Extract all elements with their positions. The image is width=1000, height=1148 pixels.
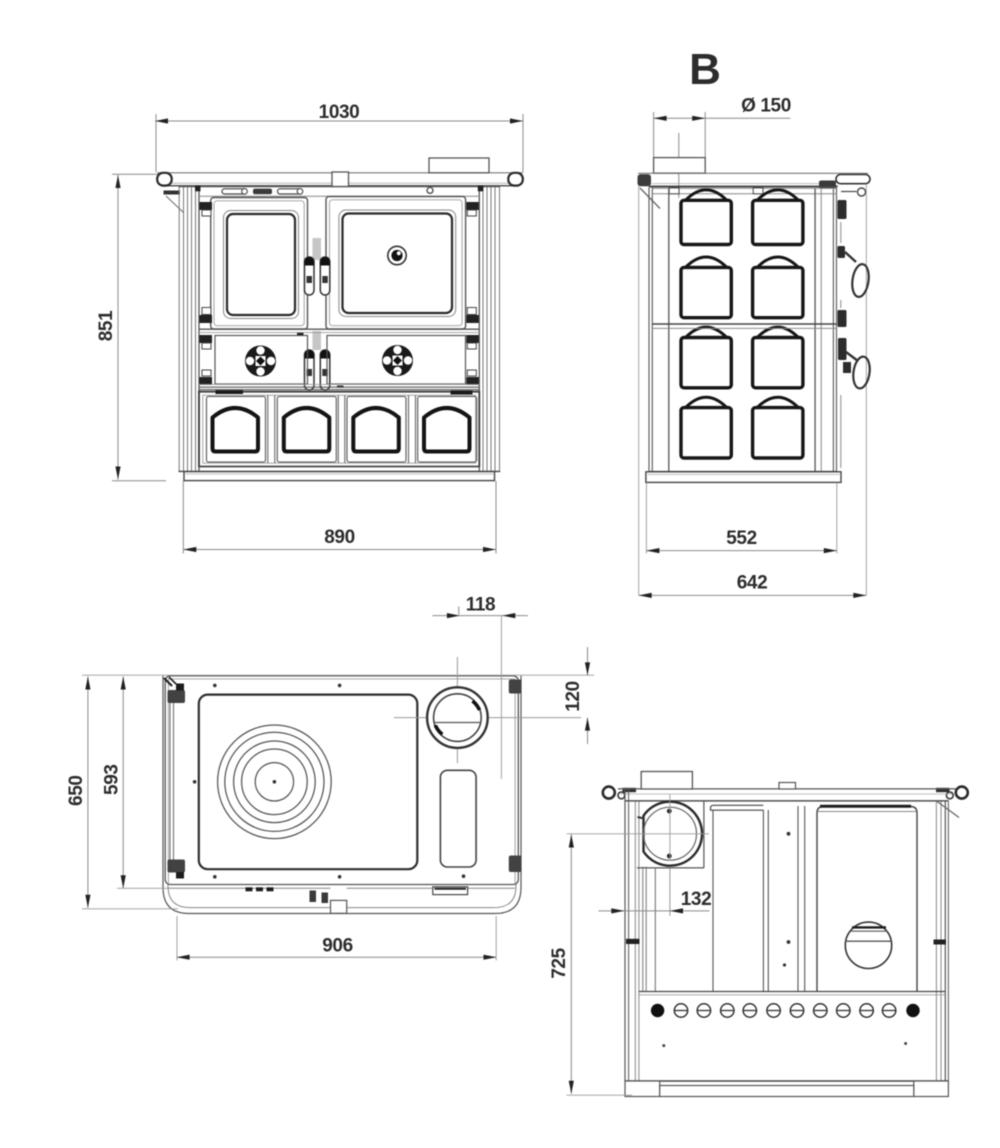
svg-text:906: 906 xyxy=(322,936,353,957)
svg-text:552: 552 xyxy=(726,528,757,549)
svg-text:725: 725 xyxy=(549,947,570,978)
svg-text:Ø 150: Ø 150 xyxy=(741,96,791,117)
svg-text:890: 890 xyxy=(324,527,355,548)
svg-text:650: 650 xyxy=(66,775,87,806)
svg-text:B: B xyxy=(689,45,721,94)
svg-text:1030: 1030 xyxy=(319,102,360,123)
svg-text:642: 642 xyxy=(737,573,768,594)
svg-text:120: 120 xyxy=(563,681,584,712)
svg-text:118: 118 xyxy=(466,595,495,616)
svg-text:132: 132 xyxy=(681,889,712,910)
svg-text:593: 593 xyxy=(102,764,123,795)
svg-text:851: 851 xyxy=(96,310,117,341)
